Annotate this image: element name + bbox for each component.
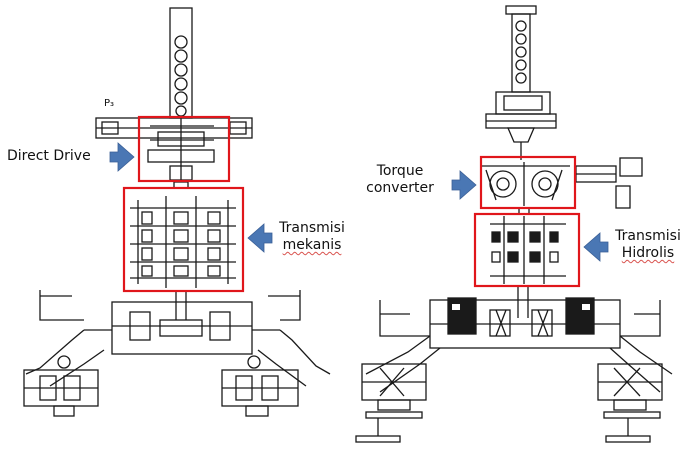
transmisi-hidrolis-highlight-box <box>473 212 581 288</box>
transmisi-hidrolis-line-2: Hidrolis <box>621 245 675 261</box>
direct-drive-label: Direct Drive <box>7 148 91 164</box>
p3-sublabel: P₃ <box>104 98 115 109</box>
transmisi-hidrolis-arrow <box>583 232 609 262</box>
transmisi-mekanis-arrow <box>247 223 273 253</box>
torque-converter-highlight-box <box>479 155 577 210</box>
transmisi-mekanis-line-2: mekanis <box>282 237 342 253</box>
torque-converter-line-1: Torque <box>376 163 424 179</box>
transmisi-mekanis-label: Transmisi mekanis <box>272 220 352 254</box>
transmisi-hidrolis-label: Transmisi Hidrolis <box>608 228 688 262</box>
direct-drive-arrow <box>109 142 135 172</box>
right-hydraulic-drawing <box>355 5 673 443</box>
torque-converter-arrow <box>451 170 477 200</box>
torque-converter-line-2: converter <box>366 180 434 196</box>
left-mechanical-drawing <box>23 7 331 417</box>
transmisi-mekanis-highlight-box <box>122 186 245 293</box>
torque-converter-label: Torque converter <box>362 163 438 197</box>
direct-drive-highlight-box <box>137 115 231 183</box>
transmisi-mekanis-line-1: Transmisi <box>279 220 345 236</box>
transmisi-hidrolis-line-1: Transmisi <box>615 228 681 244</box>
